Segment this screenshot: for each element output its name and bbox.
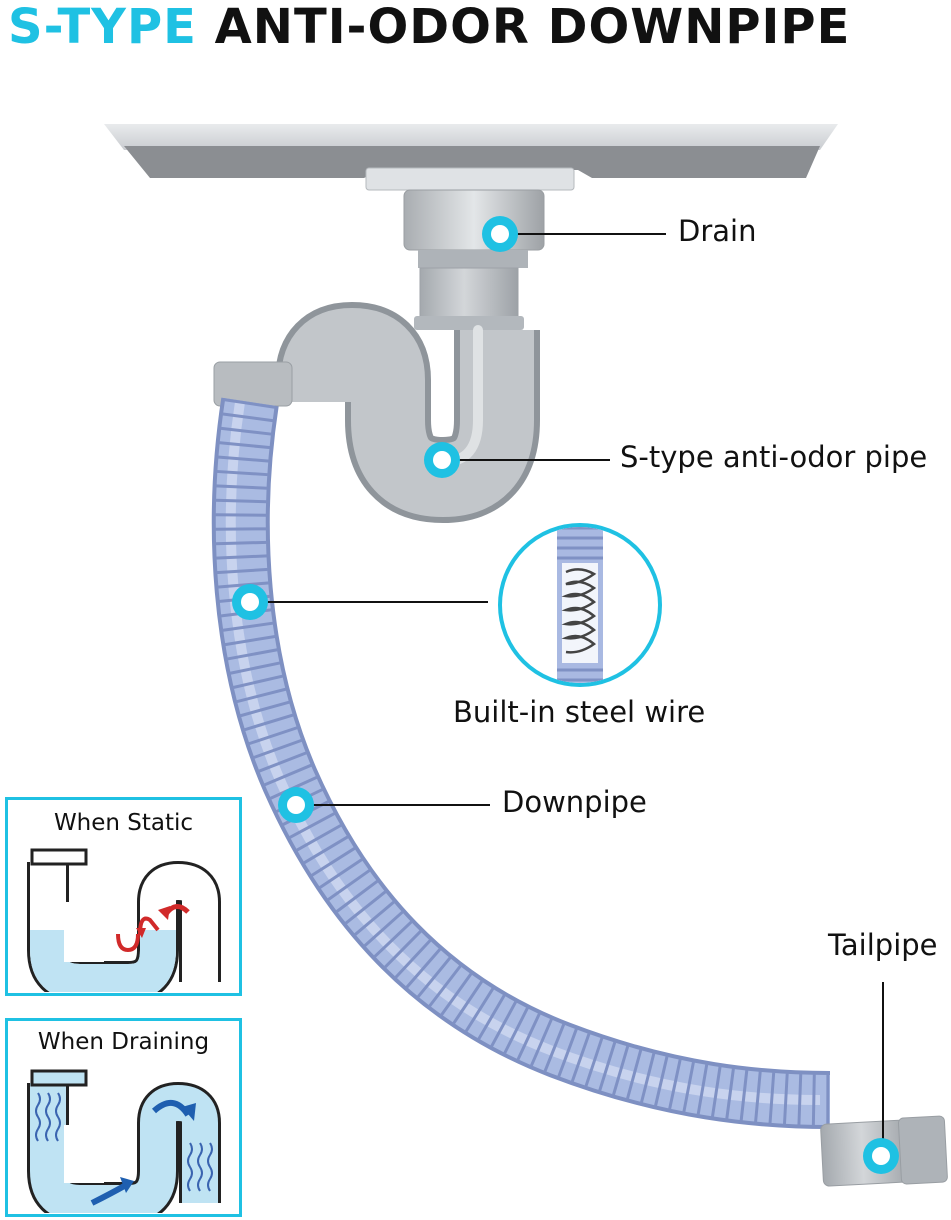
sink-basin (104, 124, 838, 178)
downpipe-label: Downpipe (502, 785, 647, 819)
page-title: S-TYPE ANTI-ODOR DOWNPIPE (8, 0, 850, 58)
drain-label: Drain (678, 214, 757, 248)
title-main: ANTI-ODOR DOWNPIPE (214, 0, 851, 55)
inset-draining-title: When Draining (37, 1029, 210, 1055)
steel-wire-label: Built-in steel wire (453, 695, 706, 729)
tailpipe-label: Tailpipe (828, 928, 938, 962)
s-type-pipe (213, 267, 540, 524)
s-type-pipe-label: S-type anti-odor pipe (620, 440, 928, 474)
title-accent: S-TYPE (8, 0, 197, 55)
draining-trap-diagram (27, 1069, 221, 1213)
leader-lines (250, 233, 884, 1155)
drain-fitting (365, 167, 575, 268)
callout-dots (232, 216, 899, 1174)
downpipe-hose (211, 397, 831, 1129)
static-trap-diagram (27, 848, 221, 992)
steel-wire-detail (498, 523, 662, 687)
inset-static-title: When Static (53, 810, 194, 836)
inset-when-static: When Static (5, 797, 242, 996)
inset-when-draining: When Draining (5, 1018, 242, 1217)
